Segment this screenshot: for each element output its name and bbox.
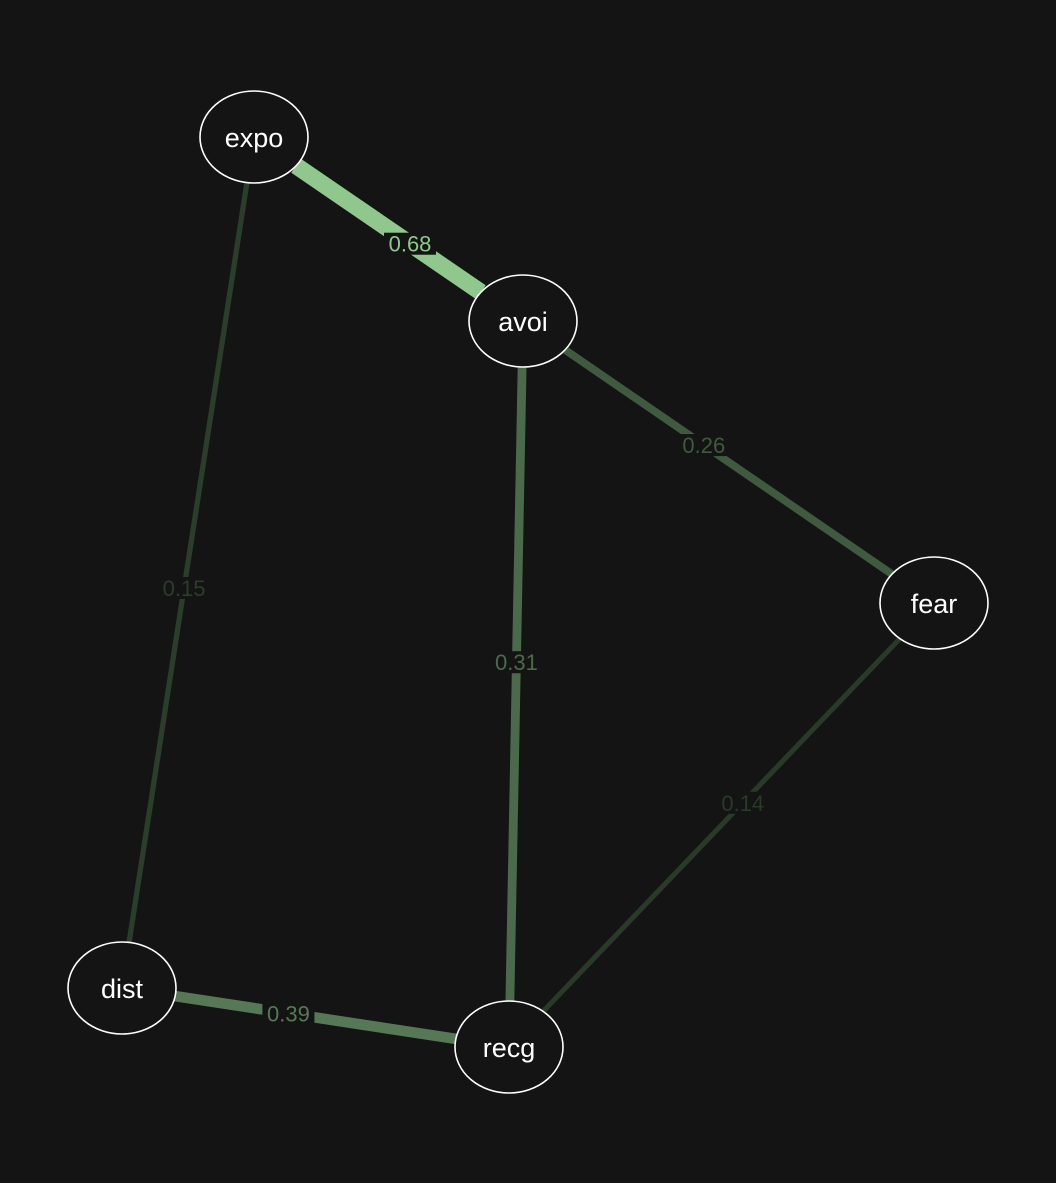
node-expo: expo — [199, 90, 309, 184]
edge-expo-avoi — [291, 158, 486, 300]
svg-text:0.15: 0.15 — [163, 576, 206, 601]
svg-text:0.26: 0.26 — [682, 433, 725, 458]
svg-text:0.68: 0.68 — [389, 232, 432, 257]
edge-fear-recg — [541, 636, 902, 1014]
node-label-expo: expo — [225, 123, 284, 153]
svg-text:0.31: 0.31 — [495, 650, 538, 675]
edge-label-expo-dist: 0.15 — [158, 576, 211, 601]
node-recg: recg — [454, 1000, 564, 1094]
node-shape-recg — [454, 1000, 564, 1094]
edge-label-expo-avoi: 0.68 — [384, 232, 437, 257]
node-fear: fear — [879, 556, 989, 650]
node-shape-fear — [879, 556, 989, 650]
edges-layer — [126, 158, 902, 1045]
edge-avoi-recg — [505, 366, 527, 1002]
node-dist: dist — [67, 941, 177, 1035]
node-label-dist: dist — [101, 974, 144, 1004]
svg-text:0.14: 0.14 — [721, 791, 764, 816]
nodes-layer: expo avoi fear dist recg — [67, 90, 989, 1094]
edge-labels-layer: 0.68 0.26 0.31 0.15 0.14 0.39 — [158, 232, 769, 1026]
node-shape-dist — [67, 941, 177, 1035]
edge-dist-recg — [174, 990, 457, 1045]
node-label-recg: recg — [483, 1033, 536, 1063]
node-shape-expo — [199, 90, 309, 184]
node-avoi: avoi — [468, 274, 578, 368]
edge-avoi-fear — [562, 346, 895, 578]
node-shape-avoi — [468, 274, 578, 368]
edge-label-avoi-fear: 0.26 — [677, 433, 730, 458]
edge-label-fear-recg: 0.14 — [716, 791, 769, 816]
edge-expo-dist — [126, 182, 250, 943]
node-label-avoi: avoi — [498, 307, 548, 337]
edge-label-avoi-recg: 0.31 — [490, 650, 543, 675]
edge-label-dist-recg: 0.39 — [262, 1001, 315, 1026]
svg-text:0.39: 0.39 — [267, 1001, 310, 1026]
node-label-fear: fear — [911, 589, 958, 619]
